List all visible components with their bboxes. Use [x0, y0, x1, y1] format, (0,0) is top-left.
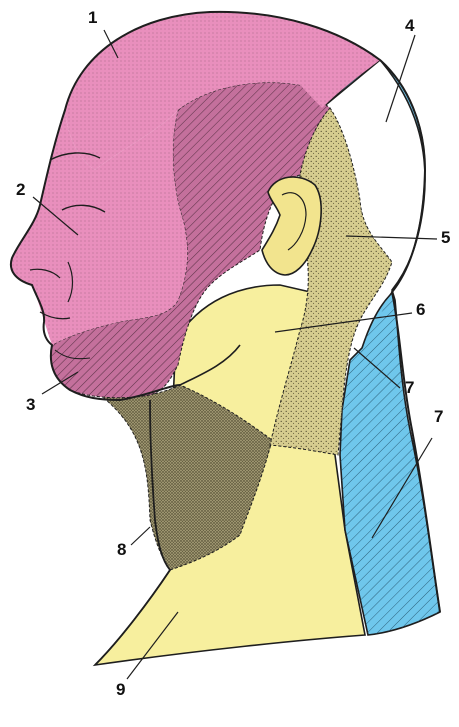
label-5: 5 — [441, 229, 450, 246]
label-1: 1 — [88, 9, 97, 26]
label-7-upper: 7 — [405, 379, 414, 396]
label-6: 6 — [416, 301, 425, 318]
label-3: 3 — [26, 396, 35, 413]
label-9: 9 — [116, 681, 125, 698]
label-7-lower: 7 — [434, 408, 443, 425]
label-8: 8 — [117, 541, 126, 558]
label-2: 2 — [16, 181, 25, 198]
label-4: 4 — [405, 17, 414, 34]
